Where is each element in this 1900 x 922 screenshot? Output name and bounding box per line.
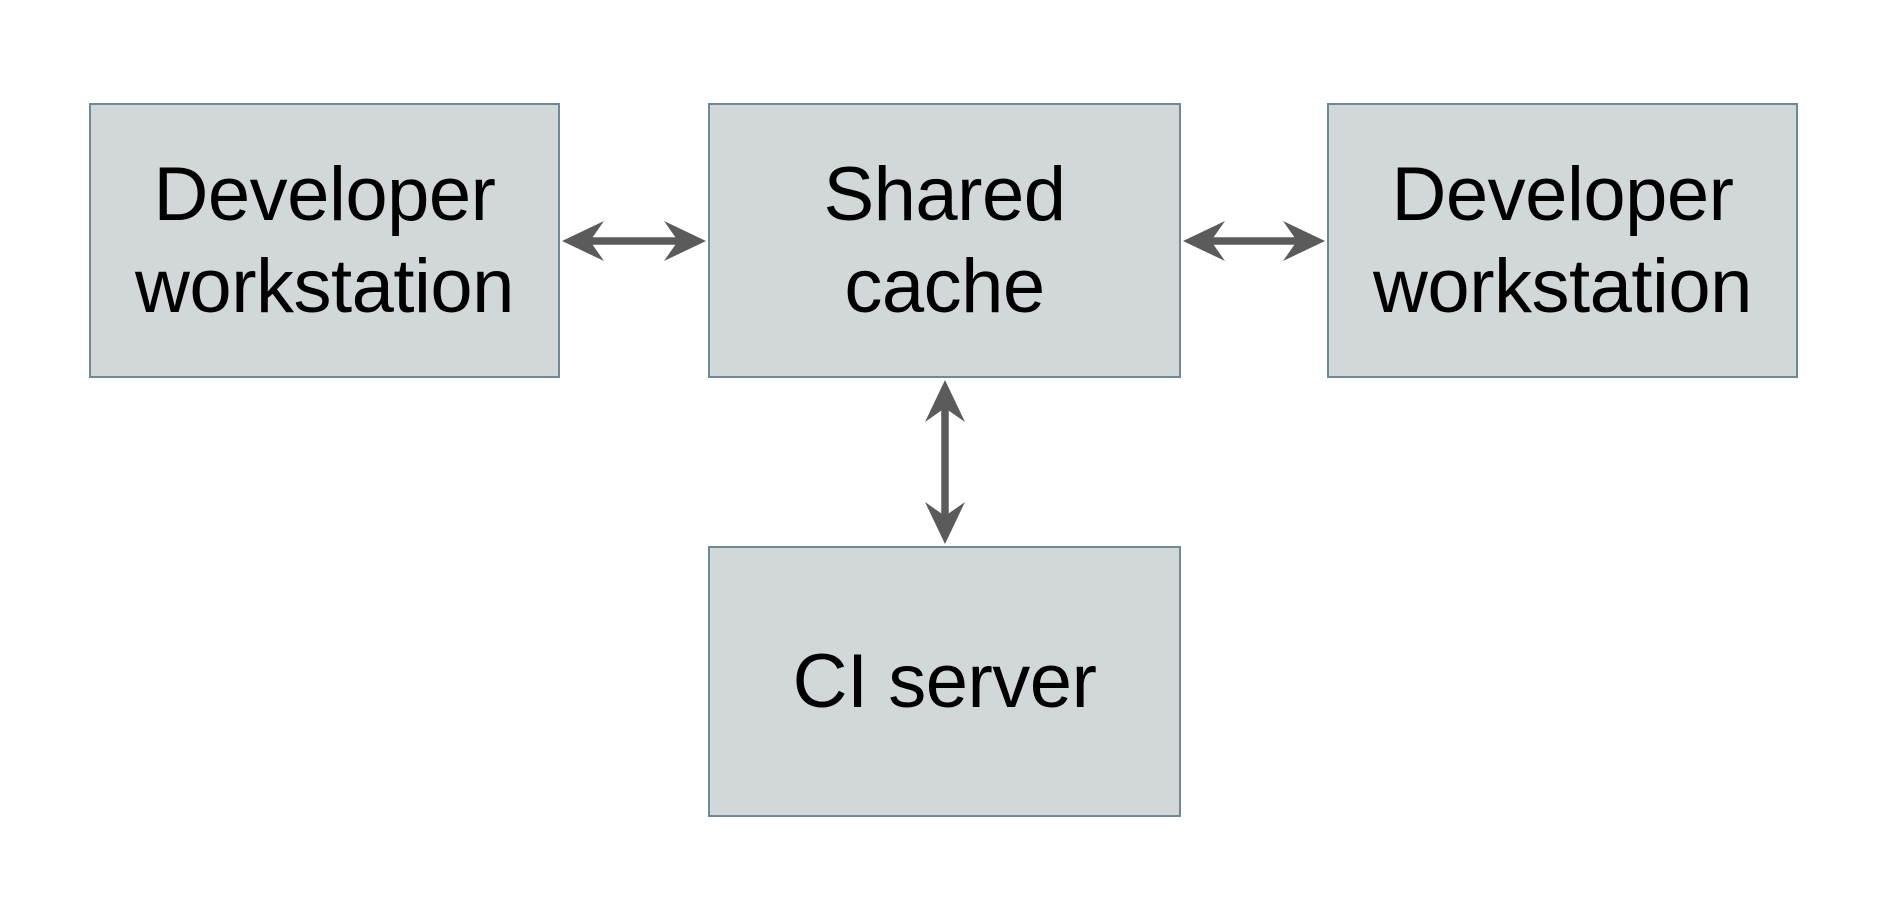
arrow-devleft-cache-icon bbox=[562, 221, 706, 261]
arrow-cache-devright-icon bbox=[1183, 221, 1325, 261]
node-ci-server: CI server bbox=[708, 546, 1181, 817]
node-developer-workstation-left: Developer workstation bbox=[89, 103, 560, 378]
node-shared-cache-label: Shared cache bbox=[823, 152, 1066, 329]
node-shared-cache: Shared cache bbox=[708, 103, 1181, 378]
node-developer-workstation-left-label: Developer workstation bbox=[135, 152, 514, 329]
node-developer-workstation-right-label: Developer workstation bbox=[1373, 152, 1752, 329]
node-ci-server-label: CI server bbox=[792, 638, 1097, 724]
node-developer-workstation-right: Developer workstation bbox=[1327, 103, 1798, 378]
arrow-cache-ciserver-icon bbox=[925, 380, 965, 544]
